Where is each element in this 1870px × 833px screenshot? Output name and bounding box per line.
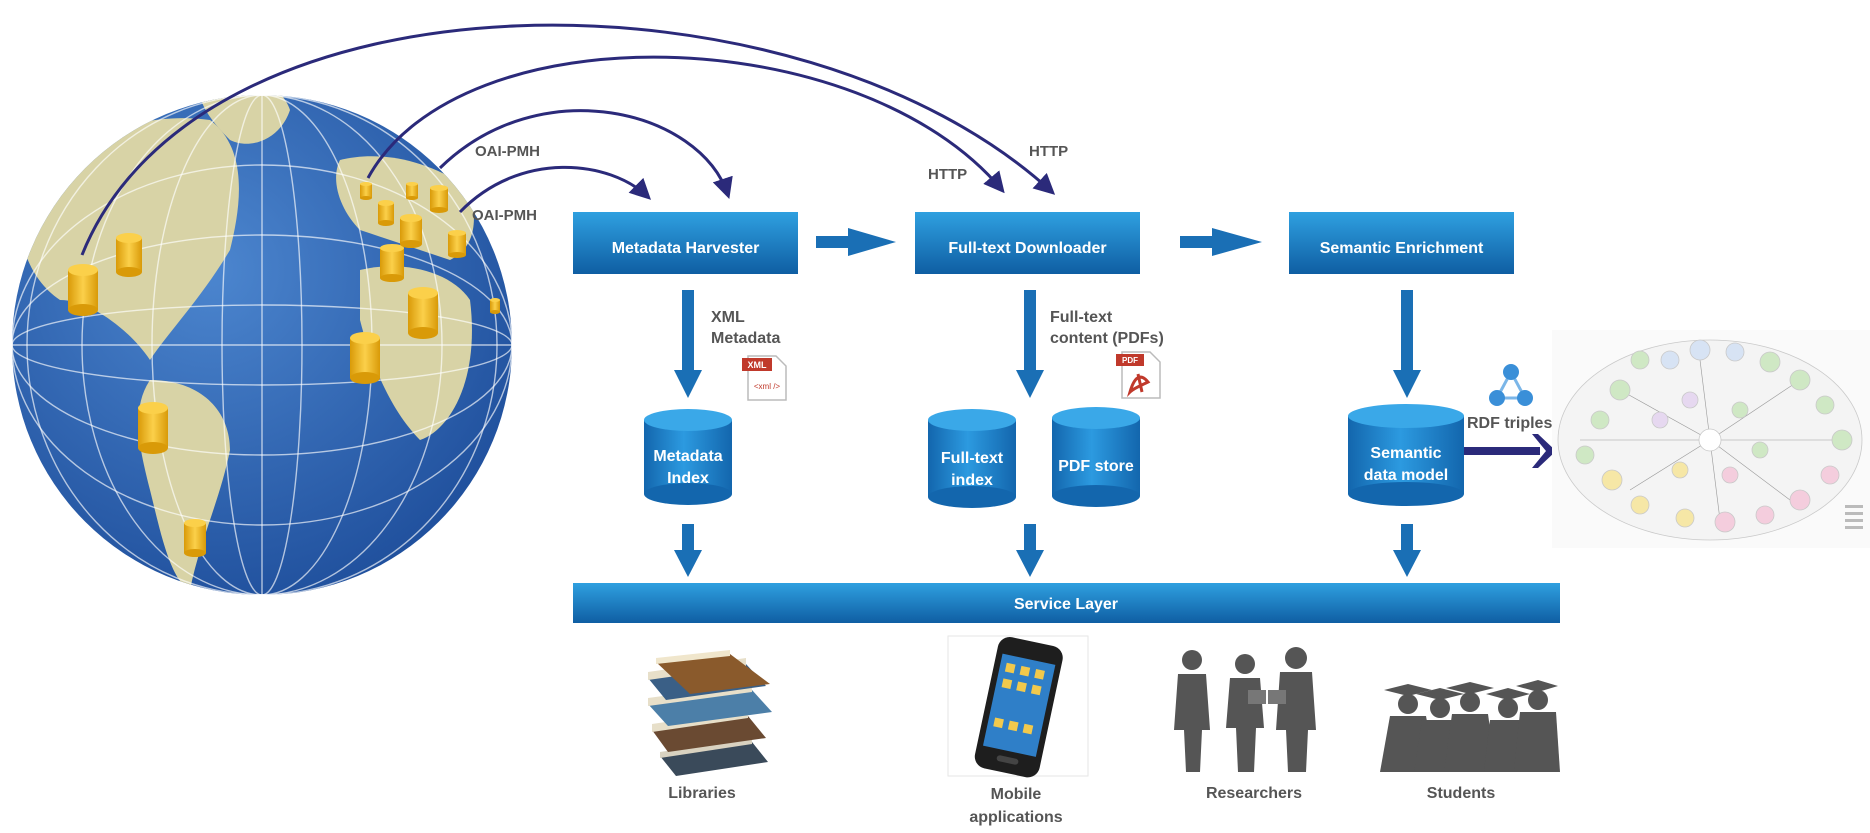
- arrow-down-harvester: [674, 290, 702, 398]
- pdf-store: PDF store: [1052, 407, 1140, 507]
- smartphone-icon: [947, 635, 1089, 778]
- service-layer-label: Service Layer: [1014, 596, 1118, 613]
- fulltext-content-line1: Full-text: [1050, 309, 1113, 326]
- mobile-label-line1: Mobile: [991, 786, 1042, 803]
- students-label: Students: [1427, 785, 1496, 802]
- fulltext-index-line1: Full-text: [941, 450, 1004, 467]
- repository-db-icons: [68, 182, 500, 557]
- xml-label-line2: Metadata: [711, 330, 780, 347]
- arrow-down-enrichment: [1393, 290, 1421, 398]
- rdf-triangle-icon: [1489, 364, 1533, 406]
- xml-label-line1: XML: [711, 309, 745, 326]
- xml-tag-text: XML: [748, 360, 768, 370]
- metadata-index-line1: Metadata: [653, 448, 722, 465]
- metadata-harvester-label: Metadata Harvester: [612, 240, 760, 257]
- book-stack-icon: [648, 650, 772, 776]
- rdf-triples-label: RDF triples: [1467, 415, 1552, 432]
- flow-arrow-right-2: [1180, 228, 1262, 256]
- semantic-model-line2: data model: [1364, 467, 1448, 484]
- http-label-1: HTTP: [928, 166, 967, 183]
- xml-file-icon: XML <xml />: [742, 355, 787, 401]
- metadata-index-line2: Index: [667, 470, 709, 487]
- metadata-index-store: Metadata Index: [644, 409, 732, 505]
- graduates-silhouette: [1380, 680, 1560, 772]
- fulltext-downloader-label: Full-text Downloader: [948, 240, 1106, 257]
- arrow-to-service-1: [674, 524, 702, 577]
- service-layer-bar: Service Layer: [573, 583, 1560, 623]
- researchers-label: Researchers: [1206, 785, 1302, 802]
- libraries-label: Libraries: [668, 785, 736, 802]
- xml-body-text: <xml />: [754, 382, 781, 391]
- linked-data-cloud: [1552, 330, 1870, 548]
- rdf-export-arrow: [1464, 434, 1556, 468]
- semantic-enrichment-box: Semantic Enrichment: [1289, 212, 1514, 274]
- oai-pmh-label-2: OAI-PMH: [472, 207, 537, 224]
- pdf-tag-text: PDF: [1122, 356, 1138, 365]
- globe-with-repositories: [12, 95, 512, 595]
- arrow-down-downloader: [1016, 290, 1044, 398]
- semantic-data-model-store: Semantic data model: [1348, 404, 1464, 506]
- fulltext-downloader-box: Full-text Downloader: [915, 212, 1140, 274]
- arrow-to-service-2: [1016, 524, 1044, 577]
- oai-pmh-label-1: OAI-PMH: [475, 143, 540, 160]
- semantic-model-line1: Semantic: [1370, 445, 1441, 462]
- fulltext-content-line2: content (PDFs): [1050, 330, 1164, 347]
- fulltext-index-store: Full-text index: [928, 409, 1016, 508]
- http-label-2: HTTP: [1029, 143, 1068, 160]
- mobile-label-line2: applications: [969, 809, 1062, 826]
- pdf-store-label: PDF store: [1058, 458, 1134, 475]
- researchers-silhouette: [1174, 647, 1316, 772]
- metadata-harvester-box: Metadata Harvester: [573, 212, 798, 274]
- fulltext-index-line2: index: [951, 472, 993, 489]
- semantic-enrichment-label: Semantic Enrichment: [1320, 240, 1484, 257]
- harvest-arcs: [80, 23, 1056, 256]
- arrow-to-service-3: [1393, 524, 1421, 577]
- flow-arrow-right-1: [816, 228, 896, 256]
- pdf-file-icon: PDF: [1116, 351, 1161, 399]
